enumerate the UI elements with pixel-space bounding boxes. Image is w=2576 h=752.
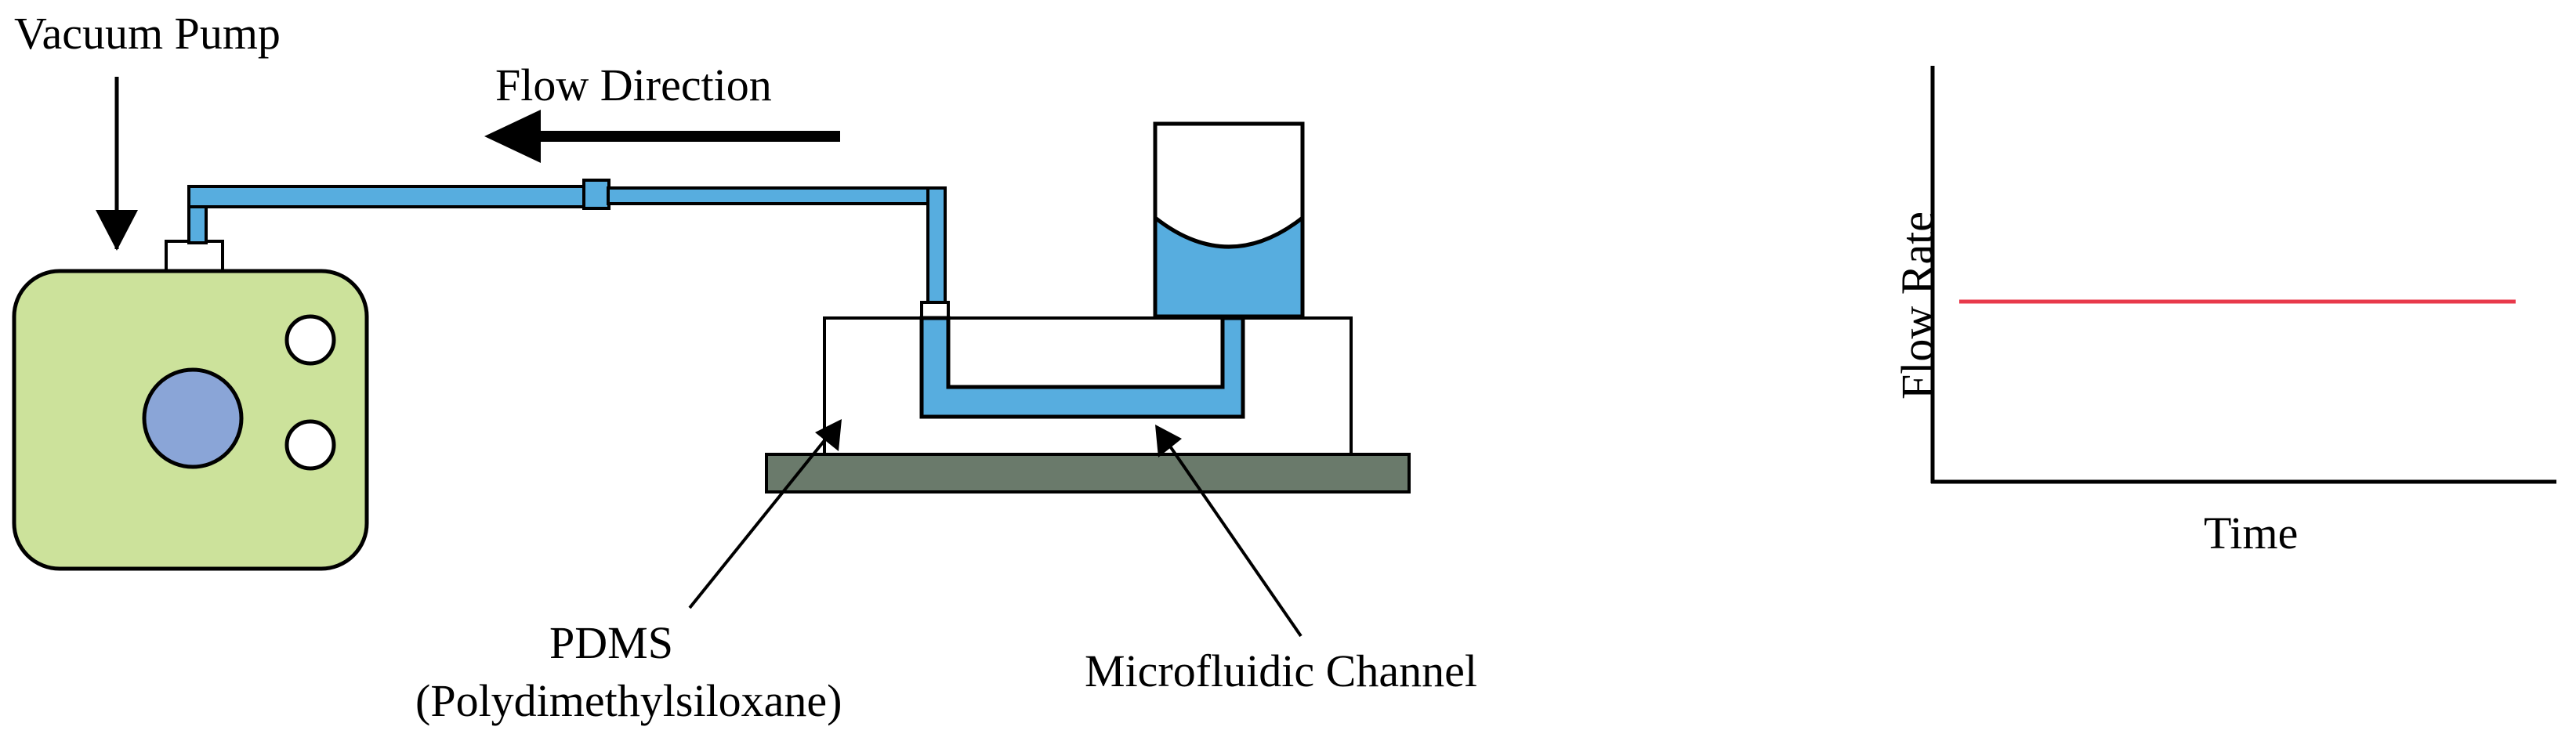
pdms-arrow (688, 421, 840, 609)
pump-button-bottom (284, 419, 336, 471)
pump-dial (142, 367, 244, 469)
glass-substrate (765, 453, 1411, 494)
channel-arrow (1157, 428, 1302, 638)
tube-connector (582, 179, 610, 210)
flow-direction-arrowhead (484, 110, 541, 163)
flow-rate-chart (1930, 66, 2556, 484)
x-axis-label: Time (2204, 508, 2299, 559)
microfluidic-channel-label: Microfluidic Channel (1085, 645, 1477, 696)
channel-arrowhead (1155, 425, 1182, 457)
vacuum-pump-arrowhead (96, 210, 138, 251)
pdms-label-line2: (Polydimethylsiloxane) (415, 675, 842, 726)
tube-vertical-chip (926, 186, 947, 316)
tube-horizontal-right (607, 186, 947, 205)
vacuum-pump-label: Vacuum Pump (14, 8, 281, 59)
pdms-arrowhead (815, 419, 842, 451)
flow-direction-label: Flow Direction (495, 60, 772, 110)
reservoir-fluid (1153, 213, 1305, 319)
tube-horizontal-left (187, 185, 592, 208)
pdms-label-line1: PDMS (549, 617, 673, 668)
y-axis-label: Flow Rate (1892, 211, 1943, 400)
pump-button-top (284, 314, 336, 366)
tubing (187, 179, 950, 323)
pump-nozzle (165, 240, 224, 273)
vacuum-pump (12, 240, 369, 571)
pdms-label: PDMS (Polydimethylsiloxane) (415, 614, 842, 730)
reservoir (1153, 121, 1305, 319)
